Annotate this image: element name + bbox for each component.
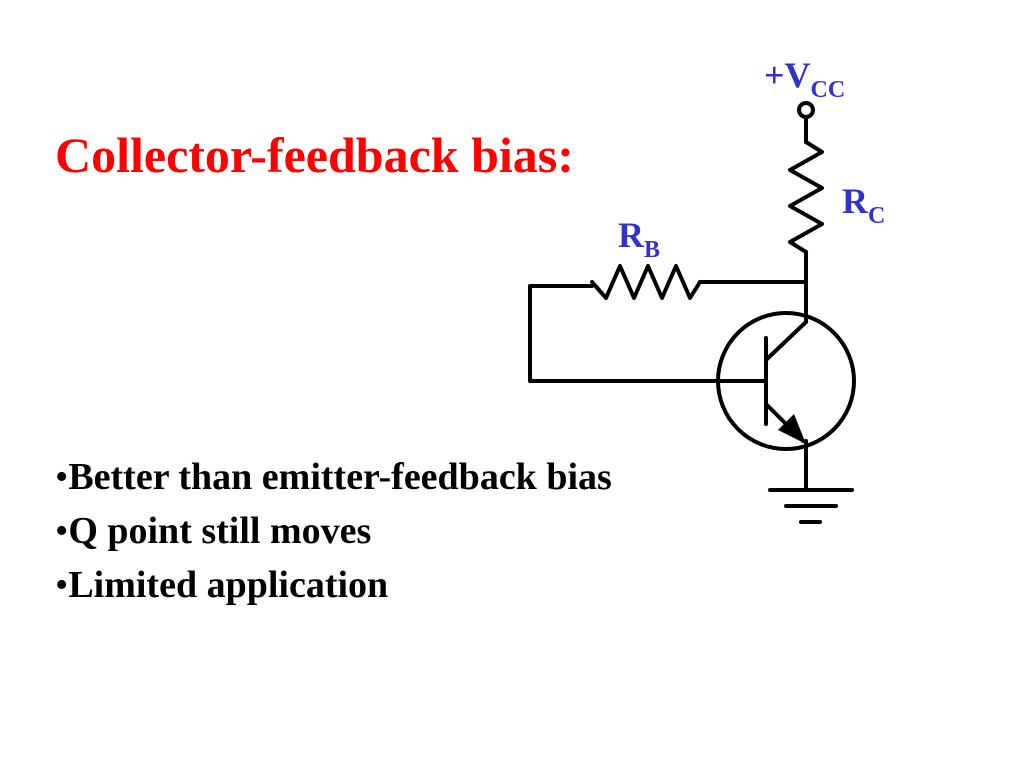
bullet-dot: •: [55, 510, 69, 552]
rc-label-sub: C: [868, 203, 886, 229]
bullet-list: •Better than emitter-feedback bias •Q po…: [55, 450, 612, 612]
rb-resistor: [590, 264, 702, 300]
vcc-label: +VCC: [764, 54, 845, 104]
rc-label-main: R: [842, 181, 868, 221]
bullet-text: Limited application: [68, 564, 389, 606]
rc-label: RC: [842, 180, 885, 230]
rc-resistor: [788, 140, 824, 254]
bullet-text: Better than emitter-feedback bias: [68, 456, 612, 498]
collector-lead: [764, 320, 808, 362]
rb-label-sub: B: [644, 237, 661, 263]
rb-label: RB: [618, 214, 660, 264]
bullet-text: Q point still moves: [68, 510, 372, 552]
emitter-arrow-icon: [778, 414, 806, 444]
bullet-dot: •: [55, 564, 69, 606]
bullet-item: •Q point still moves: [55, 504, 612, 558]
vcc-terminal: [797, 101, 815, 119]
vcc-label-main: +V: [764, 55, 811, 95]
vcc-label-sub: CC: [810, 77, 846, 103]
bullet-item: •Better than emitter-feedback bias: [55, 450, 612, 504]
slide-title: Collector-feedback bias:: [55, 127, 574, 183]
bullet-item: •Limited application: [55, 558, 612, 612]
rb-label-main: R: [618, 215, 644, 255]
base-wire: [528, 284, 720, 383]
bullet-dot: •: [55, 456, 69, 498]
